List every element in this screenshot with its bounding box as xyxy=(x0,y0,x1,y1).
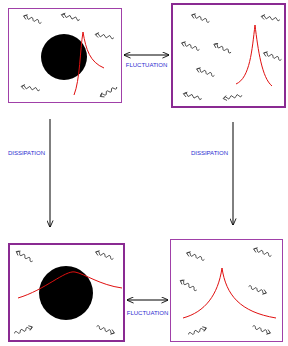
arrow xyxy=(127,300,168,301)
spectrum-curve xyxy=(18,272,122,298)
spectrum-curve xyxy=(183,268,276,318)
state-box xyxy=(170,239,283,342)
wavy-arrows xyxy=(179,247,272,337)
state-box xyxy=(171,3,286,108)
spectrum-curve xyxy=(236,25,272,86)
arrow xyxy=(50,119,51,227)
state-box xyxy=(8,243,125,342)
edge-label: FLUCTUATION xyxy=(126,310,170,317)
wavy-arrows xyxy=(21,12,118,98)
edge-label: DISSIPATION xyxy=(190,150,229,157)
edge-label: DISSIPATION xyxy=(7,150,46,157)
wavy-arrows xyxy=(181,13,283,101)
arrow xyxy=(124,55,169,56)
state-box xyxy=(8,8,122,103)
wavy-arrows xyxy=(14,249,116,335)
edge-label: FLUCTUATION xyxy=(125,62,169,69)
arrow xyxy=(233,122,234,225)
spectrum-curve xyxy=(74,32,104,95)
